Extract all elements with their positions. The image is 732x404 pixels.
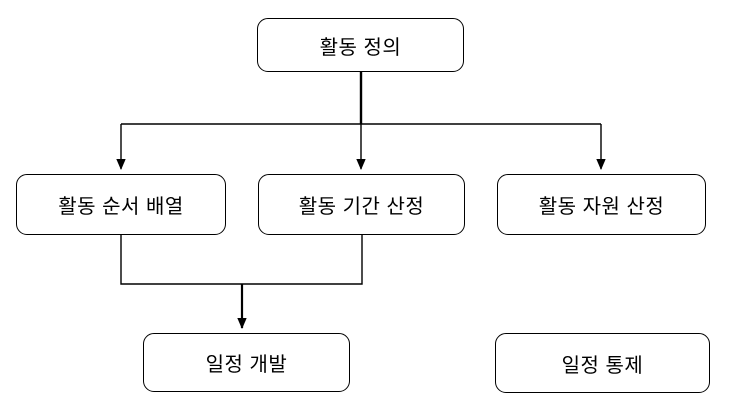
node-activity-definition-label: 활동 정의 [319,36,402,59]
node-activity-definition: 활동 정의 [257,18,464,72]
node-activity-duration-estimating-label: 활동 기간 산정 [298,196,425,218]
node-schedule-control-label: 일정 통제 [561,354,644,377]
node-activity-sequencing: 활동 순서 배열 [16,174,226,235]
node-activity-resource-estimating-label: 활동 자원 산정 [538,196,665,218]
node-activity-sequencing-label: 활동 순서 배열 [58,196,184,218]
node-activity-duration-estimating: 활동 기간 산정 [258,174,465,235]
node-activity-resource-estimating: 활동 자원 산정 [497,174,706,235]
node-schedule-development-label: 일정 개발 [205,354,288,376]
node-schedule-control: 일정 통제 [495,333,710,393]
node-schedule-development: 일정 개발 [143,333,350,392]
edge-join-bus [120,235,363,285]
